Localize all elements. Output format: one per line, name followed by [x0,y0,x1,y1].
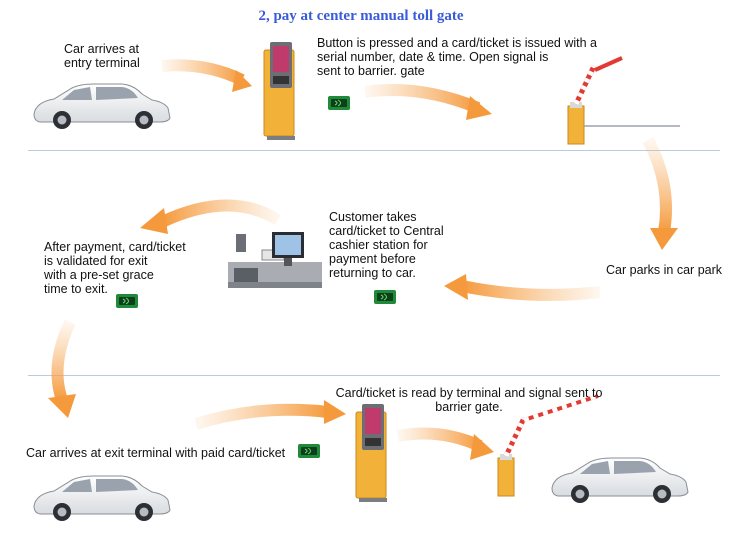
card-ticket-icon [115,293,139,309]
park-step-text: Car parks in car park [606,263,723,277]
flow-arrow-icon [161,59,245,86]
flow-arrow-icon [159,199,282,228]
card-ticket-icon [327,95,351,111]
barrier-gate-icon [498,418,524,496]
flow-arrow-icon [194,403,329,430]
row-divider [28,150,720,151]
car-icon [33,83,171,130]
validate-step-text: After payment, card/ticket is validated … [44,240,186,296]
row-divider [28,375,720,376]
ticket-terminal-icon [355,403,388,503]
pay-step-text: Customer takes card/ticket to Central ca… [329,210,444,280]
card-ticket-icon [373,289,397,305]
car-icon [33,475,171,522]
read-step-text: Card/ticket is read by terminal and sign… [335,386,603,414]
car-icon [551,457,689,504]
diagram-title: 2, pay at center manual toll gate [258,8,464,24]
flow-arrow-icon [51,319,76,402]
exit-step-text: Car arrives at exit terminal with paid c… [26,446,286,460]
entry-step-text: Car arrives at entry terminal [64,42,140,70]
ticket-terminal-icon [263,41,296,141]
flow-arrow-icon [396,427,483,452]
issue-step-text: Button is pressed and a card/ticket is i… [317,36,598,78]
flow-arrow-icon [642,137,672,234]
card-ticket-icon [297,443,321,459]
flow-arrow-icon [364,84,481,114]
flow-arrow-icon [460,280,601,301]
cashier-station-icon [228,232,322,288]
